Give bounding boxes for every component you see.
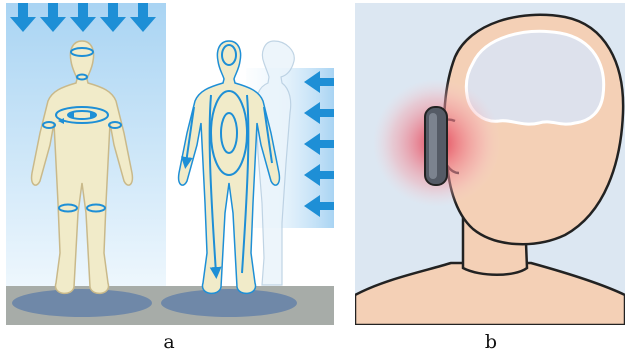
figure1-shadow [12, 289, 152, 317]
device-highlight [429, 113, 437, 179]
panel-a [6, 3, 334, 325]
caption-a: a [149, 331, 189, 353]
panel-b [355, 3, 625, 325]
panel-b-illustration [355, 3, 625, 325]
caption-b: b [471, 331, 511, 353]
panel-a-illustration [6, 3, 334, 325]
figure2-shadow [161, 289, 297, 317]
